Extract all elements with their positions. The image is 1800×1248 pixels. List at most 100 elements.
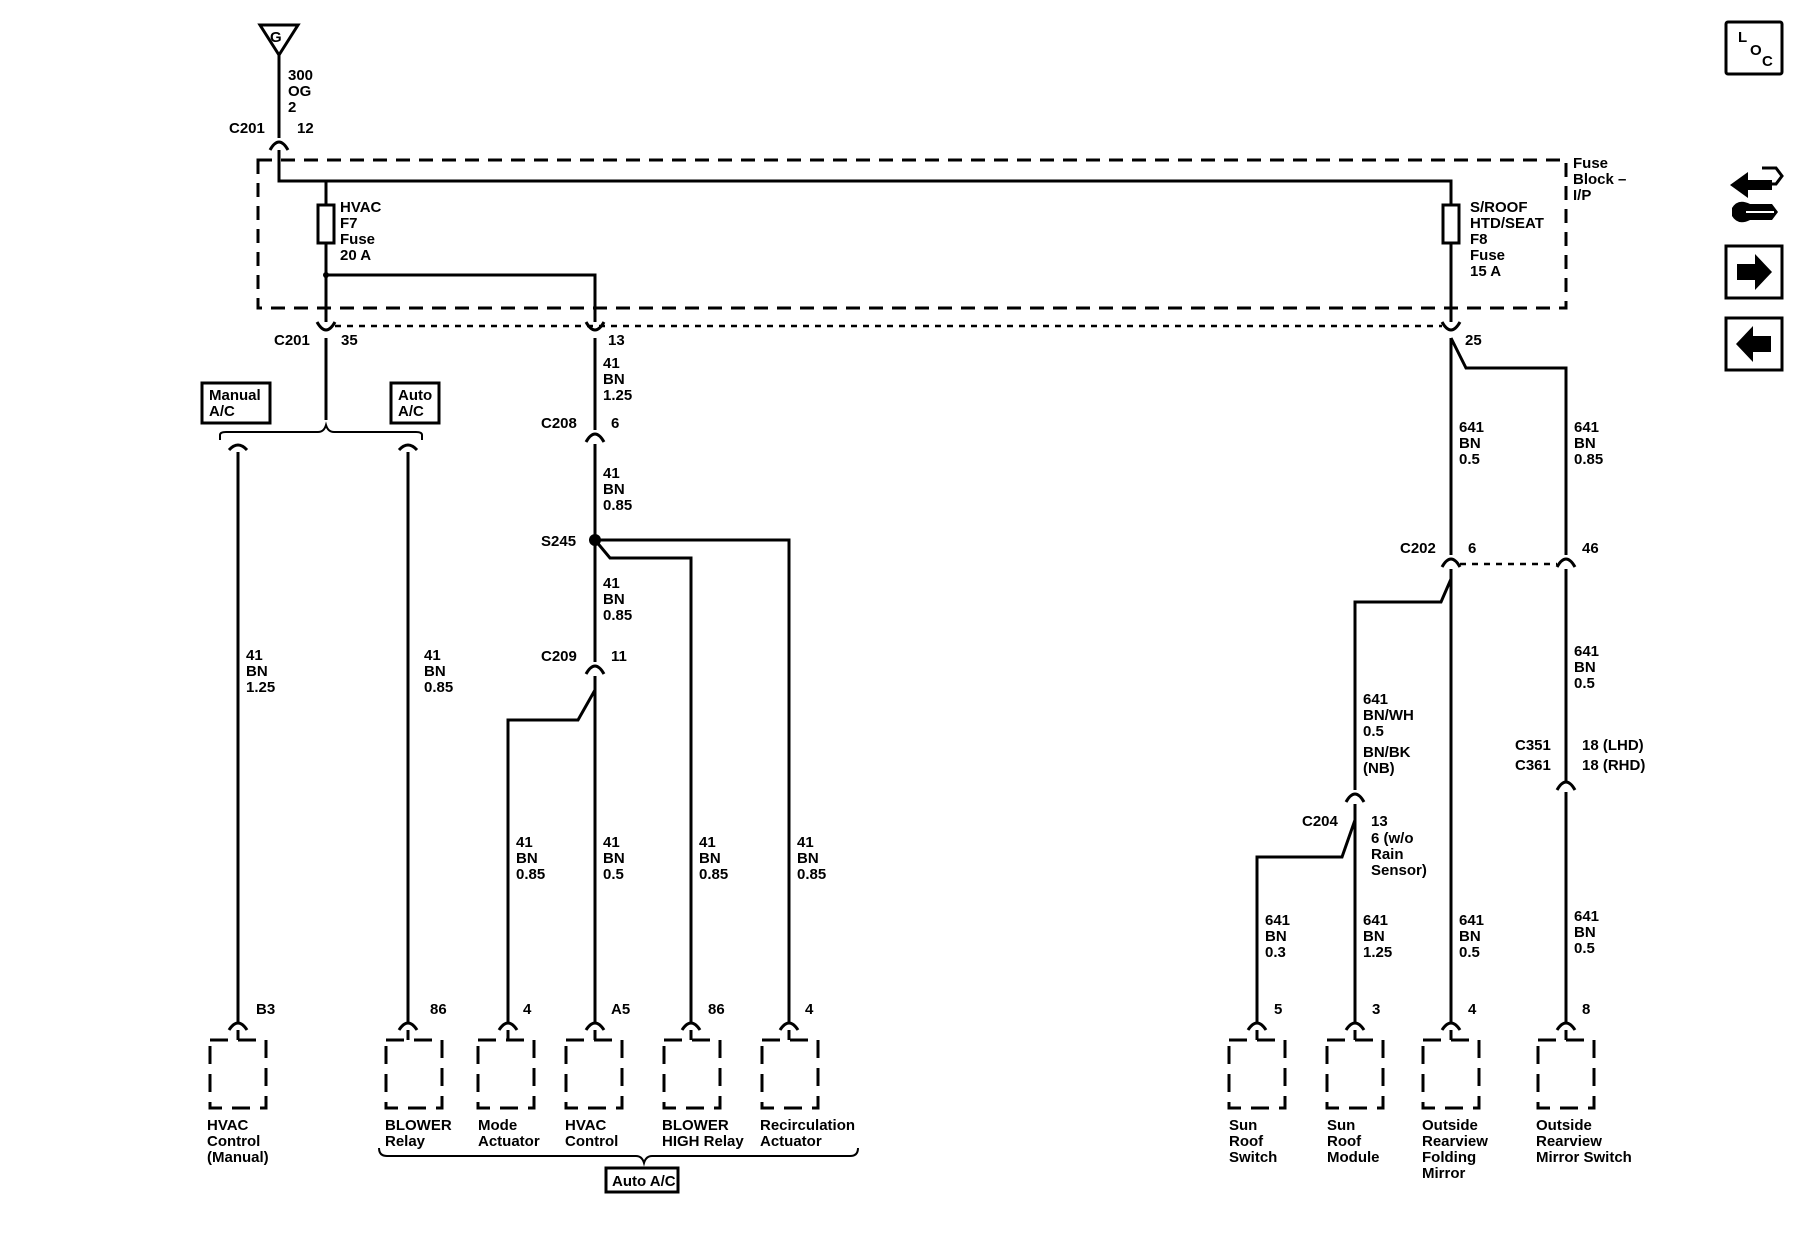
c209-name: C209 [541, 648, 577, 665]
component-label-1: Sun [1327, 1117, 1355, 1134]
wire-sun-module-size: 1.25 [1363, 944, 1392, 961]
component-label-2: Control [565, 1133, 618, 1150]
component-label-3: Module [1327, 1149, 1380, 1166]
fuse-f7 [316, 203, 336, 245]
component-label-1: BLOWER [662, 1117, 729, 1134]
component-label-1: Mode [478, 1117, 517, 1134]
fuse-f8-name: S/ROOF [1470, 199, 1528, 216]
wire-641-bnwh-number: 641 [1363, 691, 1388, 708]
c204-alt-1: 6 (w/o [1371, 830, 1414, 847]
c204-name: C204 [1302, 813, 1339, 830]
component-label-3: (Manual) [207, 1149, 269, 1166]
wire-manual-number: 41 [246, 647, 263, 664]
component-pin: B3 [256, 1001, 275, 1018]
c208-name: C208 [541, 415, 577, 432]
component-label-2: Rearview [1422, 1133, 1488, 1150]
c201-pin-25: 25 [1465, 332, 1482, 349]
connector-view-icon[interactable] [1730, 166, 1784, 223]
component-outside-rearview-folding-mirror: 4 Outside Rearview Folding Mirror [1421, 1001, 1488, 1182]
component-blower-relay: 86 BLOWER Relay [384, 1001, 452, 1150]
wire-recirc-number: 41 [797, 834, 814, 851]
wire-c201-c208-size: 1.25 [603, 387, 632, 404]
location-button[interactable]: L O C [1724, 20, 1784, 76]
c201-pin-13: 13 [608, 332, 625, 349]
c201-pin13-connector [584, 321, 606, 332]
wire-auto-number: 41 [424, 647, 441, 664]
fuse-f8-type: Fuse [1470, 247, 1505, 264]
component-label-1: BLOWER [385, 1117, 452, 1134]
wire-c201-c208-number: 41 [603, 355, 620, 372]
component-hvac-control: A5 HVAC Control [564, 1001, 630, 1150]
wire-mode-number: 41 [516, 834, 533, 851]
wire-300-number: 300 [288, 67, 313, 84]
wire-sun-switch-size: 0.3 [1265, 944, 1286, 961]
c208-pin: 6 [611, 415, 619, 432]
wire-c208-s245-color: BN [603, 481, 625, 498]
location-letter-o: O [1750, 42, 1762, 59]
c208-connector [584, 432, 606, 443]
option-auto-box [389, 381, 441, 425]
component-label-2: Actuator [760, 1133, 822, 1150]
wire-c208-s245-number: 41 [603, 465, 620, 482]
fuse-f8-desc: HTD/SEAT [1470, 215, 1544, 232]
c202-name: C202 [1400, 540, 1436, 557]
wire-hvac-number: 41 [603, 834, 620, 851]
c201-top-connector [268, 140, 290, 151]
c201-bottom-name: C201 [274, 332, 310, 349]
wire-641-c361-number: 641 [1574, 643, 1599, 660]
component-recirculation-actuator: 4 Recirculation Actuator [760, 1001, 855, 1150]
component-blower-high-relay: 86 BLOWER HIGH Relay [662, 1001, 744, 1150]
component-pin: 4 [1468, 1001, 1477, 1018]
wire-sun-module-color: BN [1363, 928, 1385, 945]
auto-ac-brace [378, 1147, 859, 1167]
fuse-block-outline [256, 158, 1568, 310]
component-label-2: Rearview [1536, 1133, 1602, 1150]
wire-641-b-color: BN [1574, 435, 1596, 452]
wire-manual-size: 1.25 [246, 679, 275, 696]
c201-pin25-connector [1440, 321, 1462, 332]
c361-name: C361 [1515, 757, 1551, 774]
c351-pin: 18 (LHD) [1582, 737, 1644, 754]
wire-auto-color: BN [424, 663, 446, 680]
wire-auto-size: 0.85 [424, 679, 453, 696]
component-label-1: HVAC [207, 1117, 249, 1134]
fuse-f7-id: F7 [340, 215, 358, 232]
option-manual-box [200, 381, 272, 425]
previous-page-button[interactable] [1724, 316, 1784, 372]
wire-mirror-sw-size: 0.5 [1574, 940, 1595, 957]
wire-641-bnwh-size: 0.5 [1363, 723, 1384, 740]
wire-mirror-sw-color: BN [1574, 924, 1596, 941]
wire-s245-c209-color: BN [603, 591, 625, 608]
component-label-1: HVAC [565, 1117, 607, 1134]
c361-pin: 18 (RHD) [1582, 757, 1645, 774]
component-pin: A5 [611, 1001, 630, 1018]
wire-641-bnbk-color: BN/BK [1363, 744, 1411, 761]
fuse-f8 [1441, 203, 1461, 245]
c204-alt-3: Sensor) [1371, 862, 1427, 879]
next-page-button[interactable] [1724, 244, 1784, 300]
c204-pin: 13 [1371, 813, 1388, 830]
c201-top-name: C201 [229, 120, 265, 137]
fuse-block-label-1: Fuse [1573, 155, 1608, 172]
fuse-f7-rating: 20 A [340, 247, 371, 264]
c209-pin: 11 [611, 648, 627, 665]
component-hvac-control-manual: B3 HVAC Control (Manual) [207, 1001, 275, 1166]
c202-pin6-connector [1440, 557, 1462, 568]
wire-blower-high-color: BN [699, 850, 721, 867]
c202-pin46-connector [1555, 557, 1577, 568]
location-letter-c: C [1762, 53, 1773, 70]
component-sun-roof-module: 3 Sun Roof Module [1325, 1001, 1385, 1166]
component-label-2: Relay [385, 1133, 426, 1150]
wire-folding-color: BN [1459, 928, 1481, 945]
component-label-2: HIGH Relay [662, 1133, 744, 1150]
fuse-block-label-2: Block – [1573, 171, 1626, 188]
c351-connector [1555, 780, 1577, 791]
c204-alt-2: Rain [1371, 846, 1404, 863]
wire-641-b-size: 0.85 [1574, 451, 1603, 468]
wire-641-a-color: BN [1459, 435, 1481, 452]
component-pin: 86 [708, 1001, 725, 1018]
component-label-3: Mirror Switch [1536, 1149, 1632, 1166]
wire-300-size: 2 [288, 99, 296, 116]
component-label-1: Outside [1422, 1117, 1478, 1134]
